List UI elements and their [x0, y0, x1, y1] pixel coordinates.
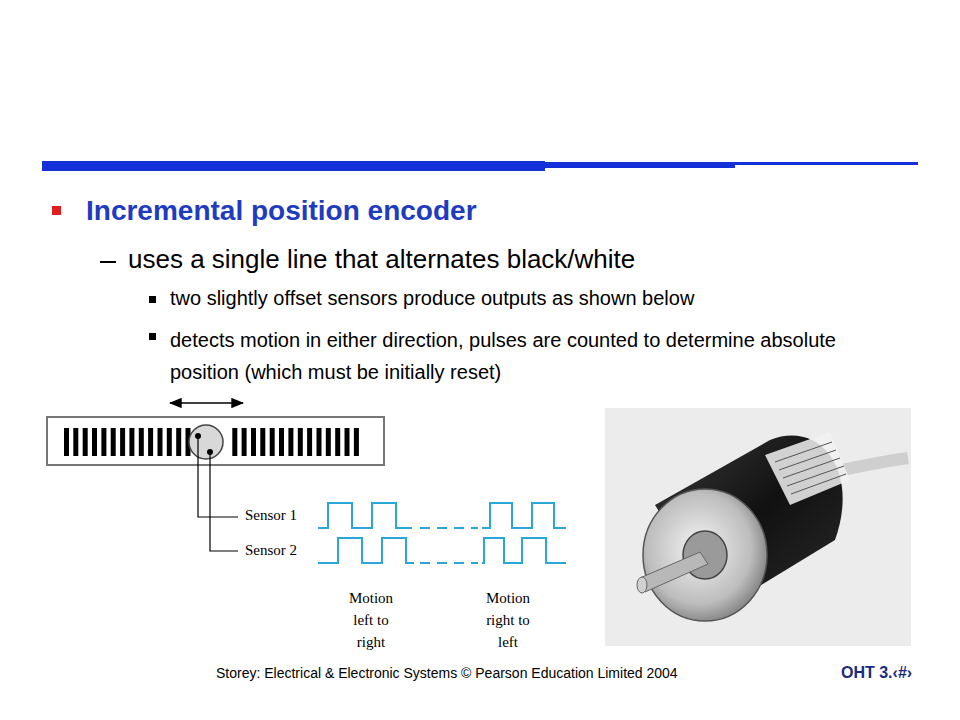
track-stripe [176, 428, 181, 456]
track-stripe [148, 428, 153, 456]
track-stripe [317, 428, 322, 456]
track-stripe [83, 428, 88, 456]
track-stripe [326, 428, 331, 456]
track-stripe [345, 428, 350, 456]
header-bar [735, 162, 918, 165]
track-stripe [288, 428, 293, 456]
track-stripe [158, 428, 163, 456]
motion-caption: Motion left to right [343, 587, 399, 653]
bullet-square [52, 206, 61, 215]
track-stripe [232, 428, 237, 456]
track-stripe [335, 428, 340, 456]
track-stripe [298, 428, 303, 456]
track-stripe [73, 428, 78, 456]
track-stripe [270, 428, 275, 456]
dash-bullet [100, 261, 116, 263]
track-stripe [251, 428, 256, 456]
track-stripe [307, 428, 312, 456]
track-stripe [101, 428, 106, 456]
bullet-text: two slightly offset sensors produce outp… [170, 287, 694, 310]
encoder-photo [605, 408, 911, 646]
signal-label: Sensor 2 [245, 542, 297, 559]
waveforms [318, 503, 566, 563]
slide-number: OHT 3.‹#› [841, 664, 912, 682]
track-stripe [260, 428, 265, 456]
track-stripe [242, 428, 247, 456]
track-stripe [279, 428, 284, 456]
header-bar [42, 161, 545, 171]
leader-line [198, 436, 238, 517]
track-stripe [120, 428, 125, 456]
track-stripe [139, 428, 144, 456]
bullet-text: detects motion in either direction, puls… [170, 324, 870, 388]
track-stripe [129, 428, 134, 456]
bullet-square [149, 296, 156, 303]
track-stripe [354, 428, 359, 456]
encoder-track [47, 417, 384, 465]
footer-credit: Storey: Electrical & Electronic Systems … [216, 665, 678, 681]
motion-caption: Motion right to left [480, 587, 536, 653]
bullet-text: uses a single line that alternates black… [128, 244, 635, 275]
track-stripe [92, 428, 97, 456]
leader-line [210, 452, 238, 551]
header-bar [545, 162, 735, 168]
signal-label: Sensor 1 [245, 507, 297, 524]
track-stripe [111, 428, 116, 456]
track-stripe [64, 428, 69, 456]
bullet-square [149, 333, 156, 340]
track-stripe [167, 428, 172, 456]
slide-title: Incremental position encoder [86, 195, 477, 227]
motion-arrow [170, 402, 243, 403]
sensor-head [189, 425, 223, 459]
